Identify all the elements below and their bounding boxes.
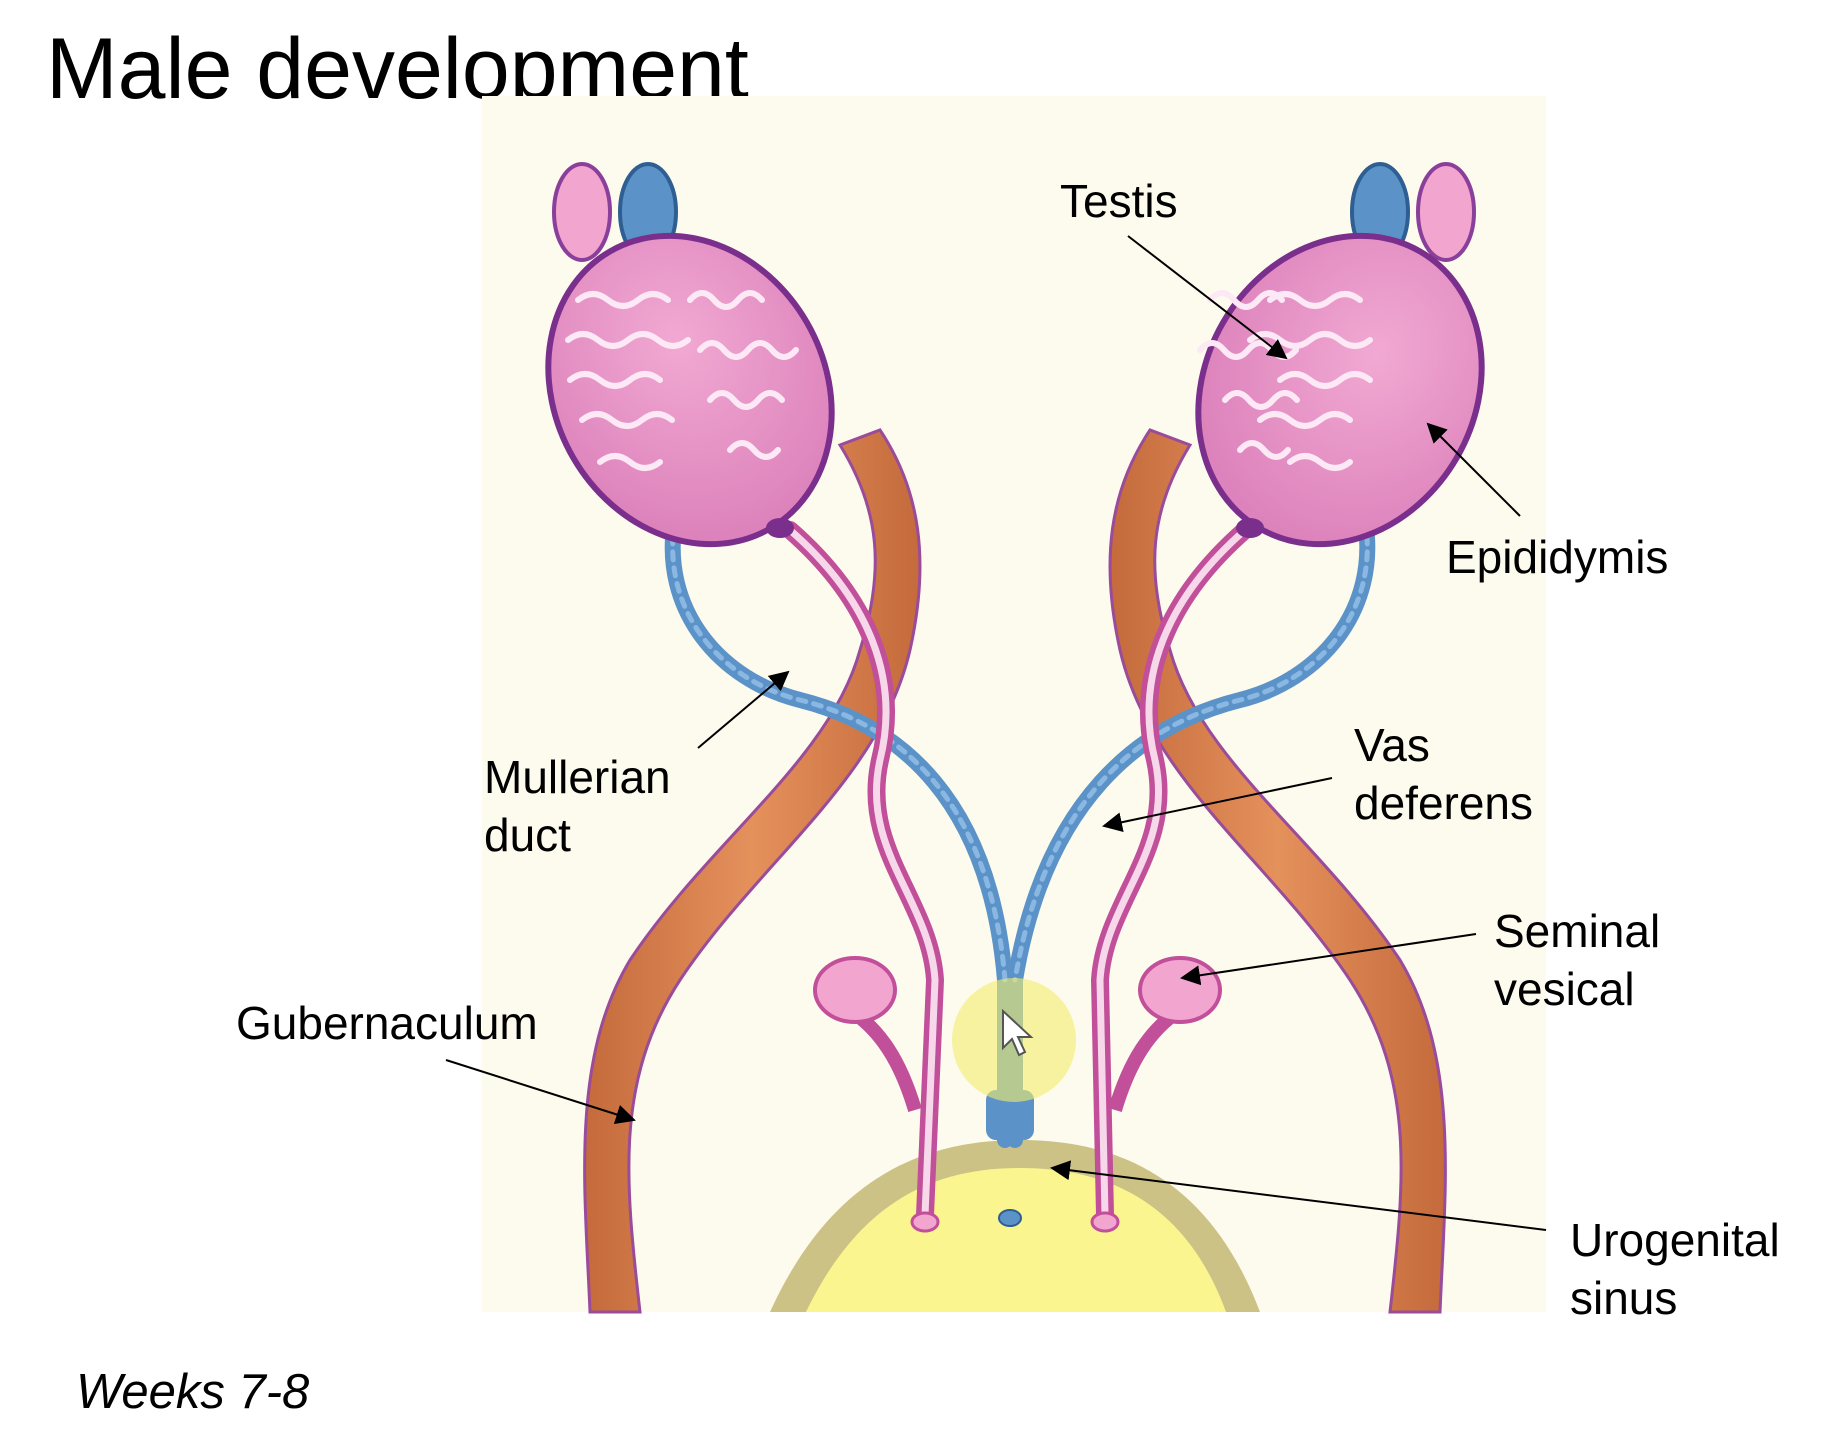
testis-right xyxy=(1195,232,1485,548)
mullerian-duct-leader xyxy=(697,670,790,749)
gubernaculum-right xyxy=(1108,428,1447,1314)
mullerian-duct xyxy=(664,512,1376,1227)
label-mullerian-duct: Mullerian duct xyxy=(484,748,671,864)
testis-leader xyxy=(1127,235,1288,360)
epididymis-leader xyxy=(1426,422,1521,517)
label-testis: Testis xyxy=(1060,175,1178,227)
leader-lines xyxy=(445,235,1547,1231)
vas-deferens-leader xyxy=(1102,777,1333,833)
label-gubernaculum: Gubernaculum xyxy=(236,997,538,1049)
label-mullerian-duct-line2: duct xyxy=(484,809,571,861)
label-seminal-vesical-line1: Seminal xyxy=(1494,905,1661,957)
label-vas-deferens-line2: deferens xyxy=(1354,777,1534,829)
slide-subtitle: Weeks 7-8 xyxy=(76,1365,310,1419)
gubernaculum-left xyxy=(583,428,922,1314)
label-urogenital-sinus: Urogenital sinus xyxy=(1570,1211,1780,1327)
vas-deferens xyxy=(781,521,1254,1233)
label-vas-deferens: Vas deferens xyxy=(1354,716,1533,832)
label-vas-deferens-line1: Vas xyxy=(1354,719,1430,771)
label-seminal-vesical: Seminal vesical xyxy=(1494,902,1660,1018)
seminal-vesical-leader xyxy=(1180,933,1477,986)
urogenital-sinus-leader xyxy=(1050,1160,1547,1231)
label-urogenital-sinus-line1: Urogenital xyxy=(1570,1214,1780,1266)
mouse-cursor-icon xyxy=(1002,1008,1034,1057)
label-mullerian-duct-line1: Mullerian xyxy=(484,751,671,803)
label-seminal-vesical-line2: vesical xyxy=(1494,963,1635,1015)
label-urogenital-sinus-line2: sinus xyxy=(1570,1272,1678,1324)
gubernaculum-leader xyxy=(445,1059,636,1125)
label-epididymis: Epididymis xyxy=(1446,531,1669,583)
testis-left xyxy=(545,232,835,548)
